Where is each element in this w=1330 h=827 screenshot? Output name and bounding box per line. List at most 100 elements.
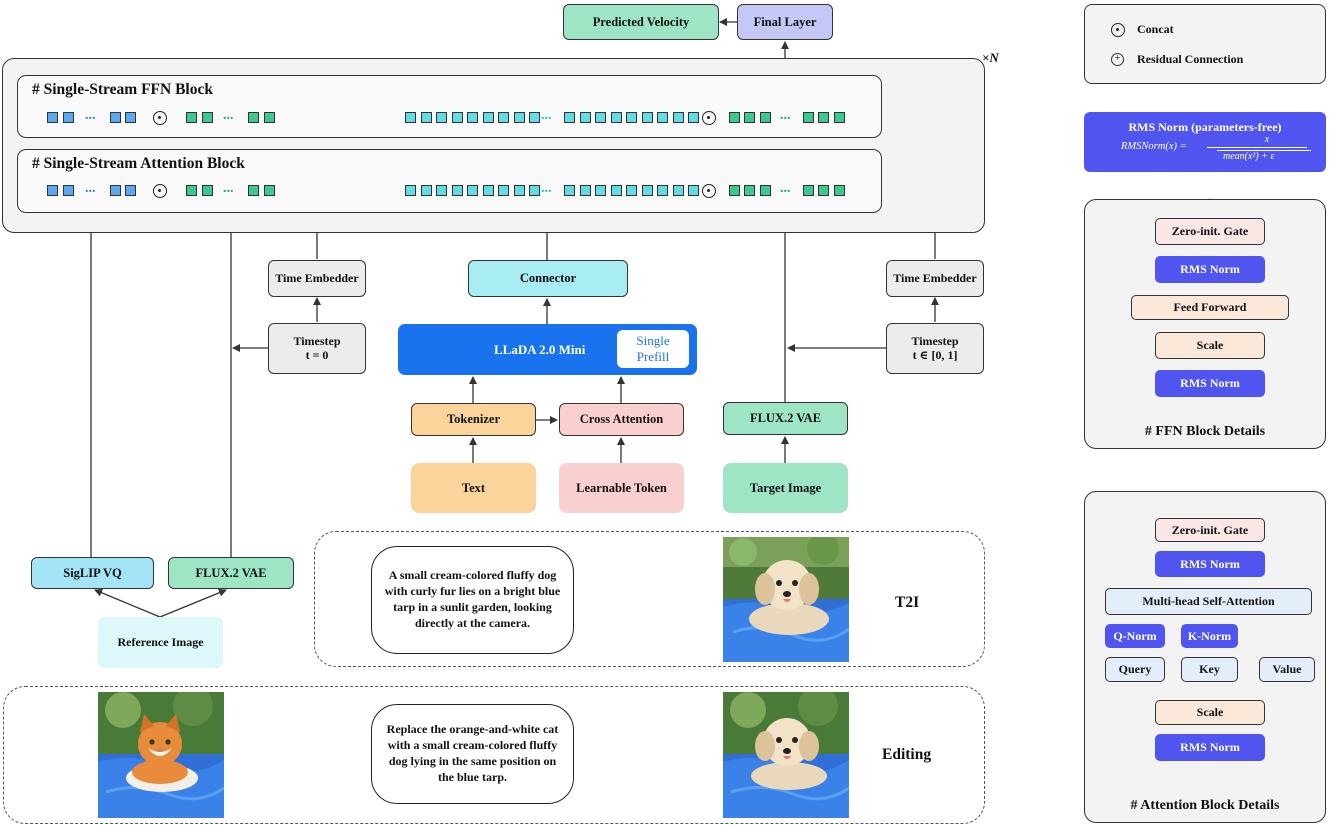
attention-block: [17, 149, 882, 213]
legend-panel: [1084, 4, 1326, 84]
token-square: [498, 112, 509, 123]
token-square: [513, 112, 525, 123]
token-ellipsis: ...: [780, 108, 791, 123]
rms-norm-card: RMS Norm (parameters-free) RMSNorm(x) = …: [1084, 112, 1326, 172]
token-ellipsis: ...: [223, 108, 234, 123]
token-square: [248, 112, 259, 123]
token-square: [47, 185, 58, 196]
token-square: [248, 185, 259, 196]
residual-icon: +: [1111, 53, 1124, 66]
token-square: [672, 185, 684, 196]
editing-example-panel: [3, 686, 985, 824]
token-square: [420, 185, 432, 196]
token-square: [818, 185, 829, 196]
attn-query: Query: [1105, 657, 1165, 682]
timestep-left-line2: t = 0: [305, 347, 329, 362]
token-square: [626, 112, 637, 123]
token-square: [803, 185, 814, 196]
llada-label: LLaDA 2.0 Mini: [494, 342, 586, 357]
concat-icon: [702, 111, 716, 125]
token-square: [744, 185, 755, 196]
ffn-block-title: # Single-Stream FFN Block: [32, 81, 213, 98]
token-square: [436, 185, 447, 196]
token-square: [579, 112, 591, 123]
token-square: [420, 112, 432, 123]
token-square: [467, 112, 478, 123]
token-square: [202, 112, 213, 123]
attn-rms-norm-bottom: RMS Norm: [1155, 734, 1265, 761]
token-square: [834, 185, 845, 196]
token-ellipsis: ...: [85, 181, 96, 196]
token-square: [467, 185, 478, 196]
attn-zero-init-gate: Zero-init. Gate: [1155, 518, 1265, 542]
ffn-block: [17, 75, 882, 138]
token-ellipsis: ...: [780, 181, 791, 196]
siglip-vq-box: SigLIP VQ: [31, 557, 154, 589]
t2i-prompt-bubble: A small cream-colored fluffy dog with cu…: [371, 546, 574, 654]
legend-concat-label: Concat: [1137, 22, 1174, 36]
token-square: [729, 185, 740, 196]
token-square: [436, 112, 447, 123]
token-square: [610, 185, 622, 196]
token-square: [834, 112, 845, 123]
token-square: [482, 112, 494, 123]
editing-input-cat-image: [98, 692, 224, 818]
editing-label: Editing: [882, 746, 932, 763]
time-embedder-right: Time Embedder: [886, 260, 984, 297]
concat-icon: [153, 184, 167, 198]
token-square: [641, 112, 653, 123]
token-square: [63, 185, 74, 196]
token-square: [451, 185, 463, 196]
single-prefill-badge: Single Prefill: [617, 330, 689, 368]
token-square: [47, 112, 58, 123]
token-square: [818, 112, 829, 123]
token-square: [529, 112, 540, 123]
ffn-scale: Scale: [1155, 332, 1265, 359]
token-square: [760, 112, 771, 123]
token-square: [641, 185, 653, 196]
ffn-feed-forward: Feed Forward: [1131, 295, 1289, 320]
token-square: [110, 112, 121, 123]
token-square: [529, 185, 540, 196]
final-layer-box: Final Layer: [737, 4, 833, 40]
flux-vae-right-box: FLUX.2 VAE: [723, 402, 848, 435]
attn-key: Key: [1181, 657, 1238, 682]
attention-block-title: # Single-Stream Attention Block: [32, 155, 245, 172]
token-ellipsis: ...: [223, 181, 234, 196]
concat-icon: [702, 184, 716, 198]
token-square: [803, 112, 814, 123]
editing-output-dog-image: [723, 692, 849, 818]
timestep-left: Timestep t = 0: [268, 323, 366, 374]
token-square: [405, 112, 416, 123]
token-square: [125, 112, 136, 123]
token-square: [513, 185, 525, 196]
attn-scale: Scale: [1155, 700, 1265, 725]
token-square: [688, 185, 699, 196]
token-square: [626, 185, 637, 196]
concat-icon: [153, 111, 167, 125]
token-square: [63, 112, 74, 123]
editing-prompt-bubble: Replace the orange-and-white cat with a …: [371, 704, 574, 804]
cross-attention-box: Cross Attention: [559, 403, 684, 436]
flux-vae-left-box: FLUX.2 VAE: [168, 557, 294, 589]
token-square: [498, 185, 509, 196]
token-square: [264, 112, 275, 123]
timestep-right-line1: Timestep: [911, 333, 959, 348]
token-square: [760, 185, 771, 196]
token-square: [595, 112, 606, 123]
repeat-count-label: ×N: [982, 50, 999, 65]
rms-formula-bar: [1207, 147, 1307, 148]
token-square: [264, 185, 275, 196]
token-square: [125, 185, 136, 196]
token-ellipsis: ...: [541, 108, 552, 123]
rms-formula-denominator: mean(x²) + ε: [1217, 150, 1311, 162]
token-square: [657, 112, 668, 123]
connector-box: Connector: [468, 260, 628, 297]
token-square: [595, 185, 606, 196]
single-prefill-line1: Single: [636, 333, 670, 349]
t2i-example-panel: [314, 531, 985, 667]
reference-image-box: Reference Image: [98, 617, 223, 668]
token-ellipsis: ...: [541, 181, 552, 196]
learnable-token-box: Learnable Token: [559, 463, 684, 513]
token-square: [657, 185, 668, 196]
